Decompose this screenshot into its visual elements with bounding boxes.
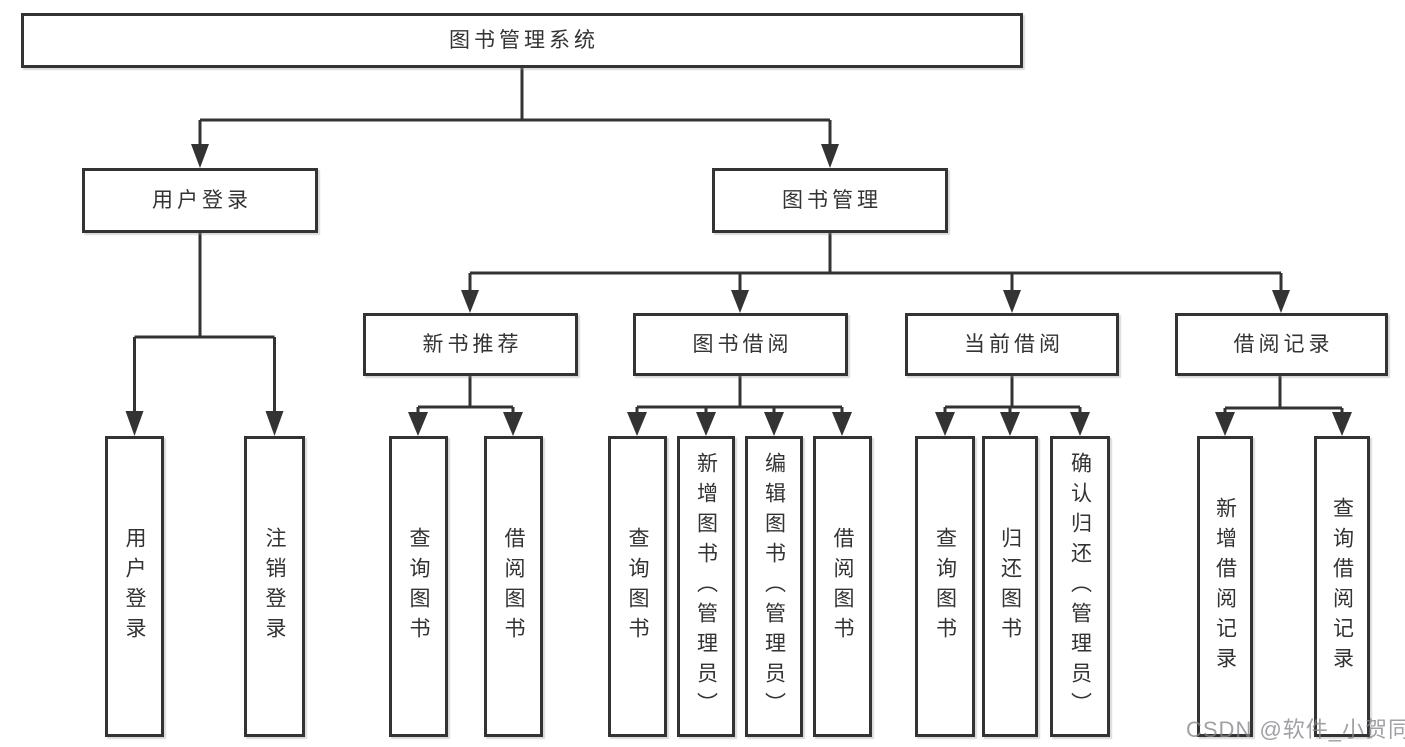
leaf-bb-borrow-book-label: 借阅图书 (831, 526, 854, 647)
node-user-login-label: 用户登录 (152, 188, 252, 212)
leaf-user-login-label: 用户登录 (123, 526, 146, 647)
leaf-bb-add-book: 新增图书（管理员） (677, 436, 735, 737)
node-book-borrow: 图书借阅 (633, 313, 848, 376)
node-root-label: 图书管理系统 (449, 28, 599, 52)
leaf-nb-borrow-book-label: 借阅图书 (502, 526, 525, 647)
node-current-borrow: 当前借阅 (905, 313, 1119, 376)
leaf-bb-edit-book-label: 编辑图书（管理员） (762, 451, 786, 722)
node-book-borrow-label: 图书借阅 (692, 332, 793, 356)
node-user-login: 用户登录 (82, 168, 318, 233)
leaf-logout-label: 注销登录 (263, 526, 286, 647)
leaf-br-add-record-label: 新增借阅记录 (1213, 496, 1237, 677)
node-book-management-label: 图书管理 (782, 188, 882, 212)
node-borrow-records-label: 借阅记录 (1233, 332, 1334, 356)
node-current-borrow-label: 当前借阅 (964, 332, 1064, 356)
leaf-nb-borrow-book: 借阅图书 (484, 436, 543, 737)
leaf-cb-return-book-label: 归还图书 (998, 526, 1022, 647)
leaf-cb-return-book: 归还图书 (982, 436, 1038, 737)
csdn-watermark: CSDN @软件_小贺同学 (1186, 717, 1405, 742)
node-new-book-recommend-label: 新书推荐 (422, 332, 523, 356)
leaf-bb-edit-book: 编辑图书（管理员） (745, 436, 803, 737)
arrowheads (125, 144, 1352, 436)
leaf-br-query-record: 查询借阅记录 (1314, 436, 1370, 737)
node-new-book-recommend: 新书推荐 (363, 313, 578, 376)
leaf-br-add-record: 新增借阅记录 (1197, 436, 1253, 737)
leaf-cb-confirm-return-label: 确认归还（管理员） (1068, 451, 1092, 722)
leaf-bb-query-book: 查询图书 (608, 436, 667, 737)
leaf-bb-query-book-label: 查询图书 (626, 526, 649, 647)
node-borrow-records: 借阅记录 (1175, 313, 1388, 376)
leaf-bb-add-book-label: 新增图书（管理员） (694, 451, 718, 722)
leaf-cb-query-book-label: 查询图书 (933, 526, 957, 647)
leaf-bb-borrow-book: 借阅图书 (813, 436, 872, 737)
leaf-cb-confirm-return: 确认归还（管理员） (1050, 436, 1110, 737)
leaf-user-login: 用户登录 (105, 436, 164, 737)
leaf-cb-query-book: 查询图书 (915, 436, 975, 737)
leaf-br-query-record-label: 查询借阅记录 (1330, 496, 1354, 677)
node-root: 图书管理系统 (21, 13, 1023, 68)
leaf-nb-query-book: 查询图书 (389, 436, 448, 737)
node-book-management: 图书管理 (712, 168, 948, 233)
leaf-logout: 注销登录 (244, 436, 305, 737)
leaf-nb-query-book-label: 查询图书 (407, 526, 430, 647)
